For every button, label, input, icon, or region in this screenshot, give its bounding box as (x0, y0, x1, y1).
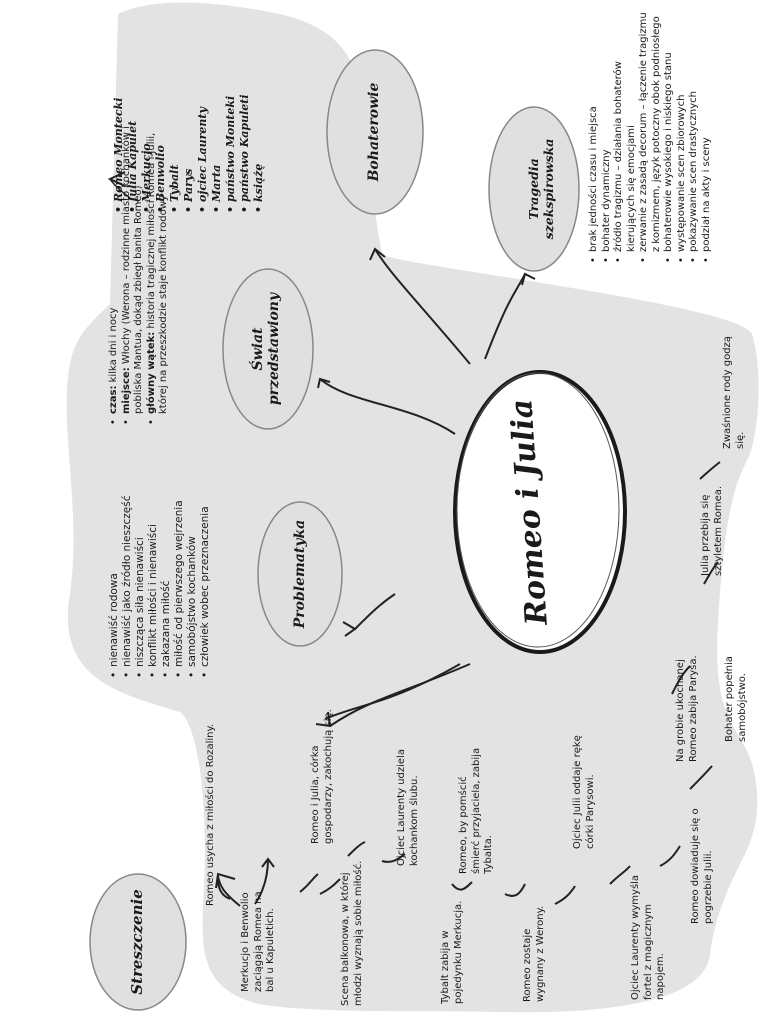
bohaterowie-ellipse (326, 49, 424, 215)
list-item: człowiek wobec przeznaczenia (199, 419, 212, 667)
swiat-ellipse (222, 268, 314, 430)
problematyka-items: nienawiść rodowa nienawiść jako źródło n… (108, 419, 212, 679)
summary-step-7: Romeo zostaje wygnany z Werony. (522, 905, 546, 1002)
problematyka-ellipse (257, 501, 343, 647)
list-item: zakazana miłość (160, 419, 173, 667)
summary-step-4: Romeo i Julia, córka gospodarzy, zakochu… (310, 709, 334, 844)
list-item: Romeo Montecki (112, 14, 126, 202)
list-item: bohaterowie wysokiego i niskiego stanu (663, 6, 676, 252)
summary-step-9: Ojciec Laurenty wymyśla fortel z magiczn… (630, 874, 666, 1000)
list-item: miłość od pierwszego wejrzenia (173, 419, 186, 667)
list-item: zerwanie z zasadą decorum – łączenie tra… (638, 6, 663, 252)
list-item: państwo Kapuleti (238, 14, 252, 202)
list-item: państwo Monteki (224, 14, 238, 202)
list-item: niszcząca siła nienawiści (134, 419, 147, 667)
bohaterowie-label: Bohaterowie (366, 82, 382, 182)
summary-step-13: Bohater popełnia samobójstwo. (724, 656, 748, 742)
summary-step-5: Tybalt zabija w pojedynku Merkucja. (440, 900, 464, 1004)
summary-arrows (215, 461, 721, 907)
central-ellipse (453, 370, 627, 654)
swiat-label-text: Świat przedstawiony (250, 292, 282, 406)
summary-step-11: Romeo dowiaduje się o pogrzebie Julii. (690, 808, 714, 924)
list-item: Merkucjo (140, 14, 154, 202)
summary-step-3: Scena balkonowa, w której młodzi wyznają… (340, 860, 364, 1006)
list-item: Benwolio (154, 14, 168, 202)
list-item: występowanie scen zbiorowych (676, 6, 689, 252)
swiat-label: Świat przedstawiony (250, 279, 282, 419)
list-item: ojciec Laurenty (196, 14, 210, 202)
list-item: bohater dynamiczny (601, 6, 614, 252)
summary-step-1: Merkucjo i Benwolio zaciągają Romea na b… (240, 891, 276, 992)
list-item: pokazywanie scen drastycznych (688, 6, 701, 252)
list-item: podział na akty i sceny (701, 6, 714, 252)
summary-background (66, 2, 759, 1013)
summary-step-12: Na grobie ukochanej Romeo zabija Parysa. (675, 655, 699, 762)
summary-step-6: Ojciec Laurenty udziela kochankom ślubu. (396, 749, 420, 866)
bohaterowie-list: Romeo Montecki Julia Kapulet Merkucjo Be… (112, 14, 266, 214)
list-item: nienawiść rodowa (108, 419, 121, 667)
list-item: książę (252, 14, 266, 202)
list-item: Parys (182, 14, 196, 202)
list-item: nienawiść jako źródło nieszczęść (121, 419, 134, 667)
tragedia-ellipse (488, 106, 580, 272)
list-item: konflikt miłości i nienawiści (147, 419, 160, 667)
list-item: samobójstwo kochanków (186, 419, 199, 667)
tragedia-items: brak jedności czasu i miejsca bohater dy… (588, 6, 713, 264)
list-item: brak jedności czasu i miejsca (588, 6, 601, 252)
list-item: źródło tragizmu – działania bohaterów ki… (613, 6, 638, 252)
problematyka-label: Problematyka (292, 519, 308, 629)
summary-step-8: Romeo, by pomścić śmierć przyjaciela, za… (458, 747, 494, 874)
list-item: Julia Kapulet (126, 14, 140, 202)
summary-step-10: Ojciec Julii oddaje rękę córki Parysowi. (572, 735, 596, 849)
streszczenie-label: Streszczenie (128, 889, 146, 995)
problematyka-list: nienawiść rodowa nienawiść jako źródło n… (108, 419, 212, 679)
central-connectors (319, 248, 526, 727)
list-item: Marta (210, 14, 224, 202)
summary-step-15: Zwaśnione rody godzą się. (722, 336, 746, 449)
list-item: Tybalt (168, 14, 182, 202)
tragedia-label: Tragedia szekspirowska (526, 138, 556, 240)
streszczenie-ellipse (89, 873, 187, 1011)
tragedia-list: brak jedności czasu i miejsca bohater dy… (588, 6, 713, 264)
bohaterowie-items: Romeo Montecki Julia Kapulet Merkucjo Be… (112, 14, 266, 214)
summary-step-14: Julia przebija się sztyletem Romea. (700, 485, 724, 576)
summary-step-2: Romeo usycha z miłości do Rozaliny. (205, 723, 216, 906)
